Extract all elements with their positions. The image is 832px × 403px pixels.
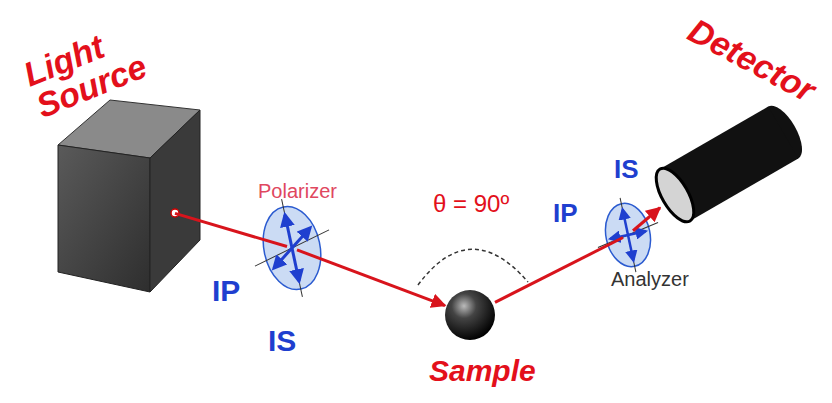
detector-cylinder xyxy=(649,100,810,227)
angle-label: θ = 90º xyxy=(433,192,509,216)
light-beam xyxy=(495,238,623,303)
analyzer-node: Analyzer xyxy=(623,205,633,265)
detector-node: Detector xyxy=(660,170,690,220)
polarization-label: IS xyxy=(268,326,296,356)
polarizer-node: Polarizer xyxy=(287,206,297,290)
analyzer-label: Analyzer xyxy=(611,269,689,289)
polarization-label: IP xyxy=(212,276,240,306)
sample-node: Sample xyxy=(445,290,495,340)
polarizer-label: Polarizer xyxy=(258,181,337,201)
polarization-label: IS xyxy=(614,156,639,182)
light-source-box xyxy=(58,100,200,292)
detector-label: Detector xyxy=(683,13,821,108)
angle-arc xyxy=(418,249,528,285)
light-source-label: Light Source xyxy=(19,17,151,123)
light-beam xyxy=(297,250,445,306)
polarization-label: IP xyxy=(553,200,578,226)
light-source-node: Light Source xyxy=(58,100,175,292)
analyzer-disc xyxy=(589,191,667,279)
sample-sphere xyxy=(445,290,495,340)
sample-label: Sample xyxy=(429,356,536,386)
light-beam xyxy=(175,213,287,246)
light-beam xyxy=(633,208,660,231)
polarizer-disc xyxy=(242,191,341,305)
